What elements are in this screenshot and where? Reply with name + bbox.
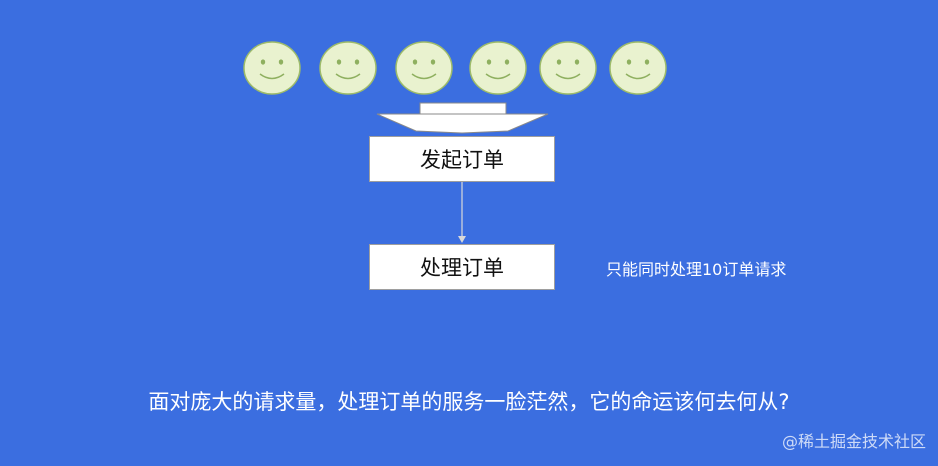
step-process-order-label: 处理订单 [420,256,504,280]
user-face-icon [243,41,301,95]
user-faces [243,41,667,95]
capacity-note: 只能同时处理10订单请求 [606,260,787,279]
funnel-arrow [376,113,549,134]
user-face-icon [319,41,377,95]
user-face-icon [469,41,527,95]
user-face-icon [609,41,667,95]
funnel-arrow-body [419,102,507,115]
user-face-icon [395,41,453,95]
step-initiate-order-label: 发起订单 [420,148,504,172]
caption-question: 面对庞大的请求量，处理订单的服务一脸茫然，它的命运该何去何从? [148,390,790,414]
watermark: @稀土掘金技术社区 [781,432,926,451]
user-face-icon [539,41,597,95]
step-initiate-order: 发起订单 [369,136,555,182]
connector-arrowhead [458,236,466,243]
step-process-order: 处理订单 [369,244,555,290]
